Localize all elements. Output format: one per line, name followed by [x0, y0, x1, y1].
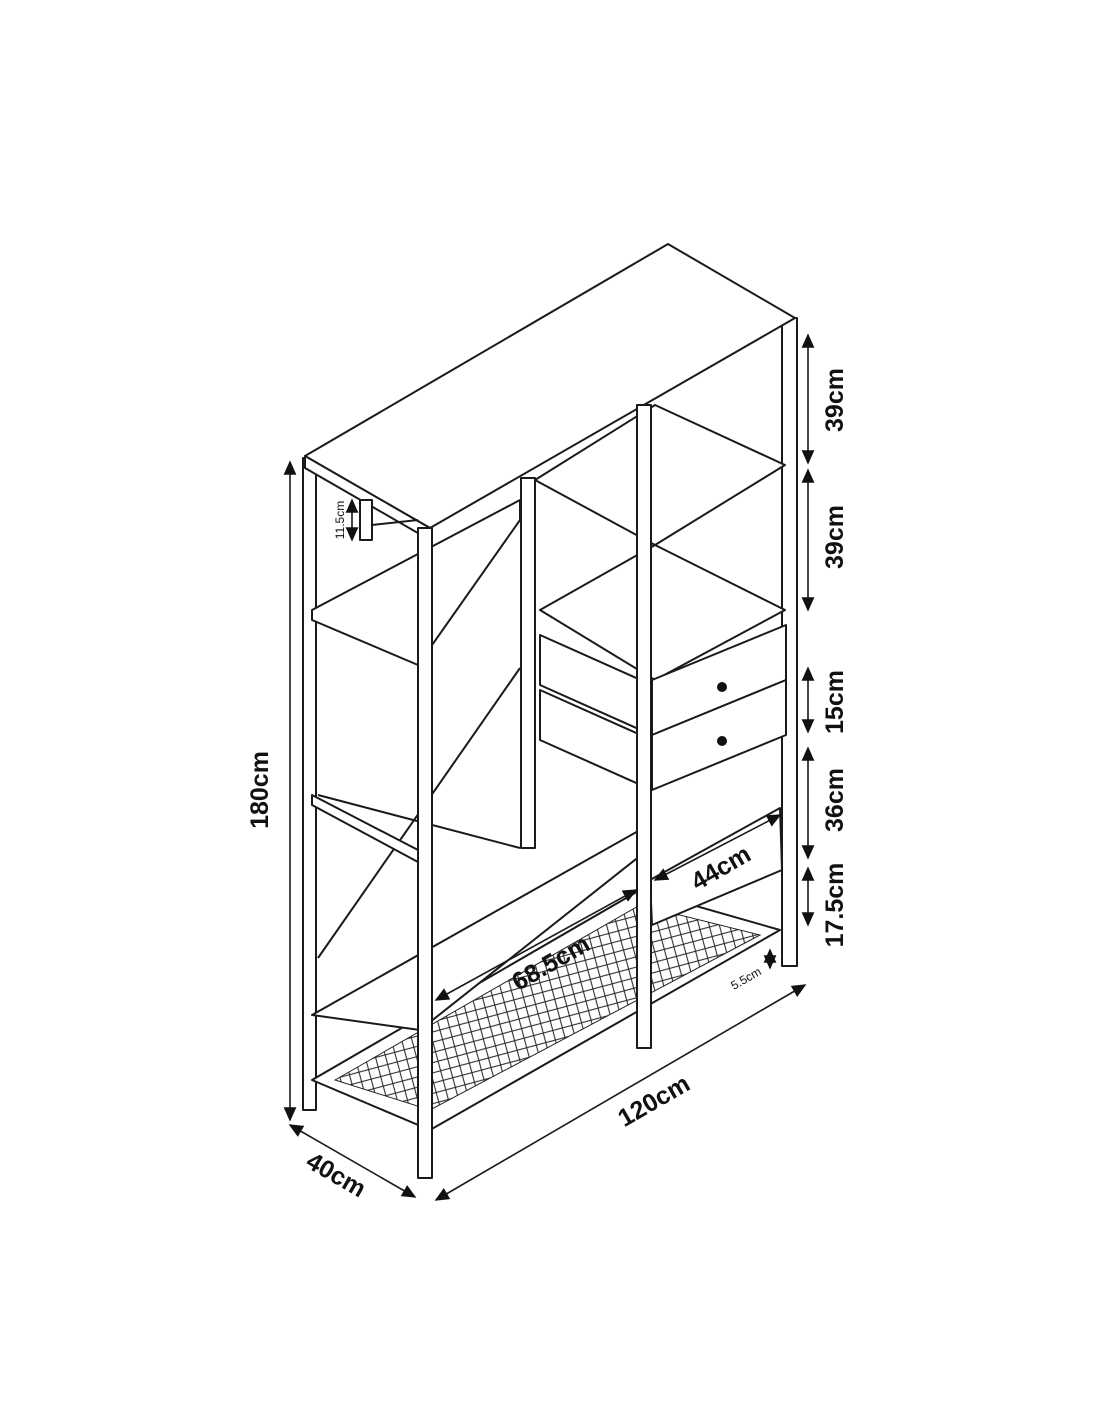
- front-middle-post: [636, 404, 652, 1049]
- label-shelf-bottom: 17.5cm: [821, 863, 849, 948]
- drawer-knob-icon: [717, 736, 727, 746]
- label-depth: 40cm: [301, 1147, 370, 1203]
- wardrobe-frame: [302, 243, 798, 1179]
- drawer-knob-icon: [717, 682, 727, 692]
- label-shelf-top-1: 39cm: [821, 368, 849, 432]
- label-shelf-lower: 36cm: [821, 768, 849, 832]
- label-height-total: 180cm: [246, 751, 274, 829]
- right-shelf-1: [534, 404, 786, 546]
- back-left-post: [302, 457, 317, 1111]
- label-rail-drop: 11.5cm: [333, 501, 347, 539]
- label-shelf-top-2: 39cm: [821, 505, 849, 569]
- front-left-post: [417, 527, 433, 1179]
- dimension-lines: [283, 333, 815, 1201]
- middle-back-post: [520, 477, 536, 849]
- hanging-rail-bracket: [359, 499, 373, 541]
- label-drawer: 15cm: [821, 670, 849, 734]
- right-shelf-2: [539, 544, 786, 681]
- left-upper-shelf: [311, 499, 521, 666]
- label-mesh-height: 5.5cm: [728, 964, 763, 992]
- label-width-total: 120cm: [613, 1069, 694, 1132]
- hanging-rail: [371, 519, 419, 526]
- left-middle-shelf: [311, 794, 419, 863]
